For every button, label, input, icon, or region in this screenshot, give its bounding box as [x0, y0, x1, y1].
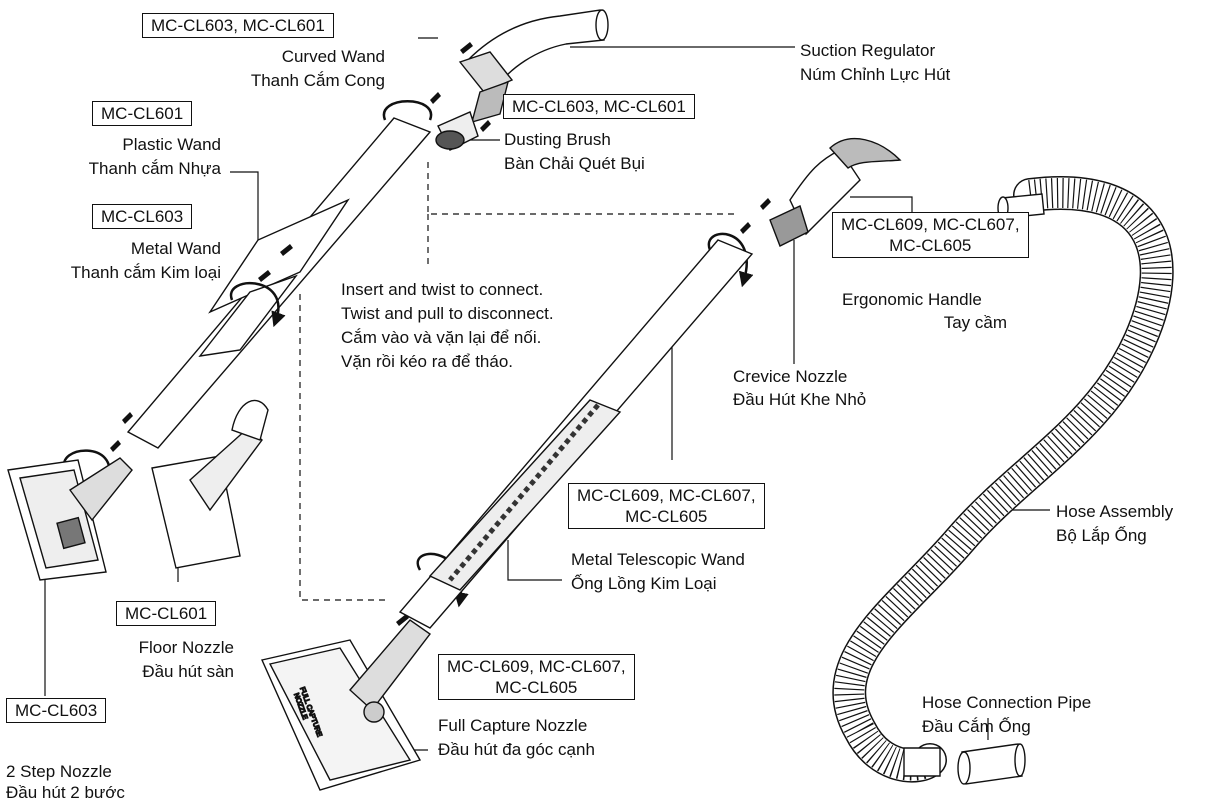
floor-nozzle-shape	[151, 399, 269, 569]
hose-pipe-name-en: Hose Connection Pipe	[922, 693, 1092, 712]
instruction-line-3: Cắm vào và vặn lại để nối.	[341, 328, 542, 347]
hose-connection-pipe-shape	[957, 743, 1026, 785]
curved-wand-shape	[458, 9, 609, 124]
full-capture-models-1: MC-CL609, MC-CL607,	[447, 657, 626, 676]
dusting-brush-model-box: MC-CL603, MC-CL601	[503, 94, 695, 119]
hose-assembly-shape	[832, 176, 1174, 783]
ergonomic-handle-shape	[769, 137, 902, 247]
suction-regulator-name-en: Suction Regulator	[800, 41, 936, 60]
full-capture-nozzle-shape: FULL CAPTURE NOZZLE	[261, 619, 431, 791]
dusting-brush-name-en: Dusting Brush	[504, 130, 611, 149]
dashed-guides	[299, 162, 735, 601]
leader-telescopic-wand-2	[507, 540, 562, 581]
plastic-wand-name-vi: Thanh cắm Nhựa	[88, 159, 221, 178]
full-capture-name-vi: Đầu hút đa góc cạnh	[438, 740, 595, 759]
curved-wand-name-vi: Thanh Cắm Cong	[250, 71, 385, 90]
leader-ergonomic-handle	[850, 196, 913, 212]
curved-wand-models: MC-CL603, MC-CL601	[151, 16, 325, 35]
ergonomic-handle-name-en: Ergonomic Handle	[842, 290, 982, 309]
crevice-nozzle-name-en: Crevice Nozzle	[733, 367, 848, 386]
instruction-line-1: Insert and twist to connect.	[341, 280, 544, 299]
telescopic-wand-model-box: MC-CL609, MC-CL607, MC-CL605	[568, 483, 765, 529]
ergonomic-handle-models-2: MC-CL605	[889, 236, 972, 255]
telescopic-wand-models-2: MC-CL605	[625, 507, 708, 526]
telescopic-wand-models-1: MC-CL609, MC-CL607,	[577, 486, 756, 505]
hose-assembly-name-en: Hose Assembly	[1056, 502, 1174, 521]
full-capture-models-2: MC-CL605	[495, 678, 578, 697]
telescopic-wand-name-vi: Ống Lồng Kim Loại	[571, 574, 717, 593]
plastic-wand-name-en: Plastic Wand	[122, 135, 221, 154]
suction-regulator-name-vi: Núm Chỉnh Lực Hút	[800, 65, 951, 84]
hose-pipe-name-vi: Đầu Cắm Ống	[922, 717, 1031, 736]
two-step-models: MC-CL603	[15, 701, 98, 720]
curved-wand-name-en: Curved Wand	[281, 47, 385, 66]
two-step-name-en: 2 Step Nozzle	[6, 762, 112, 781]
telescopic-wand-shape	[398, 239, 754, 629]
metal-wand-name-vi: Thanh cắm Kim loại	[70, 263, 221, 282]
floor-nozzle-name-en: Floor Nozzle	[138, 638, 234, 657]
two-step-name-vi: Đầu hút 2 bước	[6, 783, 125, 802]
instruction-line-2: Twist and pull to disconnect.	[341, 304, 554, 323]
left-wand-shape	[126, 117, 432, 449]
metal-wand-models: MC-CL603	[101, 207, 184, 226]
floor-nozzle-name-vi: Đầu hút sàn	[142, 662, 234, 681]
ergonomic-handle-model-box: MC-CL609, MC-CL607, MC-CL605	[832, 212, 1029, 258]
dusting-brush-shape	[435, 111, 479, 151]
floor-nozzle-models: MC-CL601	[125, 604, 208, 623]
dashed-guide-top	[427, 162, 735, 215]
dusting-brush-name-vi: Bàn Chải Quét Bụi	[504, 154, 645, 173]
ergonomic-handle-models-1: MC-CL609, MC-CL607,	[841, 215, 1020, 234]
plastic-wand-models: MC-CL601	[101, 104, 184, 123]
curved-wand-model-box: MC-CL603, MC-CL601	[142, 13, 334, 38]
metal-wand-model-box: MC-CL603	[92, 204, 193, 229]
full-capture-name-en: Full Capture Nozzle	[438, 716, 588, 735]
floor-nozzle-model-box: MC-CL601	[116, 601, 217, 626]
metal-wand-name-en: Metal Wand	[130, 239, 221, 258]
plastic-wand-model-box: MC-CL601	[92, 101, 193, 126]
ergonomic-handle-name-vi: Tay cầm	[943, 313, 1007, 332]
two-step-model-box: MC-CL603	[6, 698, 107, 723]
leader-plastic-wand	[230, 171, 259, 240]
dusting-brush-models: MC-CL603, MC-CL601	[512, 97, 686, 116]
two-step-nozzle-shape	[7, 457, 133, 581]
crevice-nozzle-name-vi: Đầu Hút Khe Nhỏ	[733, 390, 867, 409]
hose-assembly-name-vi: Bộ Lắp Ống	[1056, 526, 1147, 545]
instruction-line-4: Vặn rồi kéo ra để tháo.	[341, 352, 514, 371]
telescopic-wand-name-en: Metal Telescopic Wand	[571, 550, 745, 569]
full-capture-model-box: MC-CL609, MC-CL607, MC-CL605	[438, 654, 635, 700]
